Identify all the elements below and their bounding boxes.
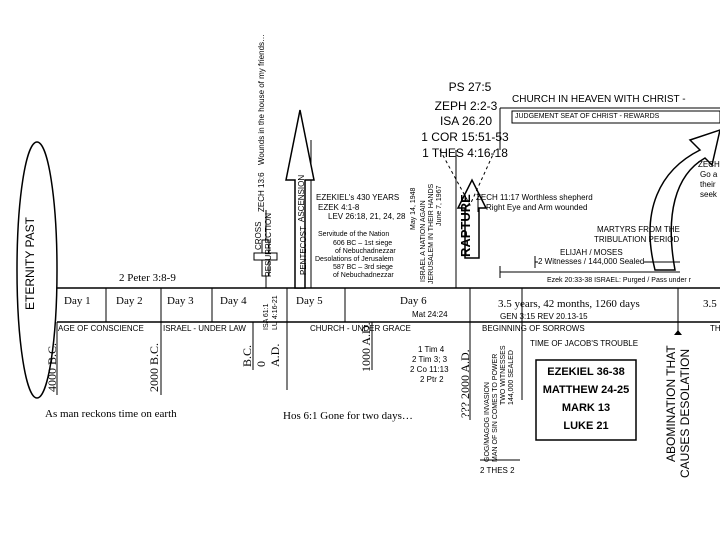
gog-magog: GOG/MAGOG INVASION bbox=[484, 382, 491, 462]
zech-right: seek bbox=[700, 190, 717, 199]
elijah-moses: ELIJAH / MOSES bbox=[560, 248, 623, 257]
judgement-seat: JUDGEMENT SEAT OF CHRIST - REWARDS bbox=[515, 113, 660, 120]
tim-ref: 1 Tim 4 bbox=[418, 345, 445, 354]
wounds-quote: Wounds in the house of my friends… bbox=[257, 33, 266, 165]
pentecost-label: PENTECOST bbox=[299, 226, 308, 275]
day-1: Day 1 bbox=[64, 295, 91, 307]
second-coming-arrow-icon bbox=[649, 129, 720, 271]
date-2000ad: ??? 2000 A.D. bbox=[458, 349, 472, 418]
martyrs-text: MARTYRS FROM THE bbox=[597, 225, 680, 234]
isa-lu-ref: ISA 61:1 LU 4:16-21 bbox=[263, 295, 279, 330]
zeph-ref: ZEPH 2:2-3 bbox=[434, 99, 498, 113]
mat-ref: Mat 24:24 bbox=[412, 310, 448, 319]
servitude-text: 587 BC – 3rd siege bbox=[333, 264, 393, 271]
resurrection-label: RESURRECTION bbox=[264, 212, 273, 277]
sealed-event: 144,000 SEALED bbox=[508, 350, 515, 405]
zech-right: ZECH bbox=[698, 160, 720, 169]
isa-ref: ISA 26.20 bbox=[439, 114, 493, 128]
prophecy-ref: MATTHEW 24-25 bbox=[542, 384, 630, 396]
ezekiel-years: EZEKIEL's 430 YEARS bbox=[316, 193, 400, 202]
ascension-arrow-icon bbox=[285, 109, 315, 289]
eternity-past-oval bbox=[16, 141, 58, 399]
man-of-sin: MAN OF SIN COMES TO POWER bbox=[492, 353, 499, 462]
martyrs-text: TRIBULATION PERIOD bbox=[594, 235, 680, 244]
servitude-text: Desolations of Jerusalem bbox=[315, 256, 394, 263]
ps-ref: PS 27:5 bbox=[448, 80, 492, 94]
cor-ref: 1 COR 15:51-53 bbox=[421, 130, 509, 144]
years-text: 3.5 years, 42 months, 1260 days bbox=[498, 298, 640, 310]
years-right: 3.5 bbox=[703, 298, 717, 310]
zech-13-6-ref: ZECH 13:6 bbox=[257, 172, 266, 212]
zech-right: Go a bbox=[700, 170, 718, 179]
date-1000ad: 1000 A.D. bbox=[359, 322, 373, 372]
church-heaven: CHURCH IN HEAVEN WITH CHRIST - bbox=[512, 94, 686, 105]
abomination-label: ABOMINATION THAT bbox=[664, 345, 678, 462]
rapture-label: RAPTURE bbox=[458, 194, 473, 257]
hos-text: Hos 6:1 Gone for two days… bbox=[283, 410, 413, 422]
ezekiel-years: EZEK 4:1-8 bbox=[318, 203, 360, 212]
tim-ref: 2 Tim 3; 3 bbox=[412, 355, 448, 364]
israel-nation: ISRAEL A NATION AGAIN bbox=[420, 200, 427, 282]
two-witnesses-event: TWO WITNESSES bbox=[500, 345, 507, 406]
causes-desolation-label: CAUSES DESOLATION bbox=[678, 348, 692, 478]
thes-ref: 1 THES 4:16-18 bbox=[422, 146, 508, 160]
rapture-arrow-icon bbox=[456, 178, 488, 259]
peter-ref: 2 Peter 3:8-9 bbox=[119, 272, 176, 284]
day-2: Day 2 bbox=[116, 295, 143, 307]
ezek-20-33: Ezek 20:33-38 ISRAEL: Purged / Pass unde… bbox=[547, 277, 691, 284]
servitude-text: of Nebuchadnezzar bbox=[335, 248, 396, 255]
age-law: ISRAEL - UNDER LAW bbox=[163, 324, 246, 333]
zech-11-17: ZECH 11:17 Worthless shepherd bbox=[476, 193, 593, 202]
date-2000bc: 2000 B.C. bbox=[147, 342, 161, 392]
servitude-text: Servitude of the Nation bbox=[318, 231, 390, 238]
servitude-text: of Nebuchadnezzar bbox=[333, 272, 394, 279]
age-sorrows: BEGINNING OF SORROWS bbox=[482, 324, 585, 333]
ezekiel-years: LEV 26:18, 21, 24, 28 bbox=[328, 212, 406, 221]
zech-11-17: Right Eye and Arm wounded bbox=[486, 203, 588, 212]
tim-ref: 2 Co 11:13 bbox=[410, 365, 449, 374]
jerusalem-hands: JERUSALEM IN THEIR HANDS bbox=[428, 183, 435, 284]
age-th: TH bbox=[710, 324, 720, 333]
eternity-past-label: ETERNITY PAST bbox=[23, 217, 37, 310]
age-jacobs: TIME OF JACOB'S TROUBLE bbox=[530, 339, 639, 348]
servitude-text: 606 BC – 1st siege bbox=[333, 240, 393, 247]
gen-rev-ref: GEN 3:15 REV 20.13-15 bbox=[500, 312, 588, 321]
day-3: Day 3 bbox=[167, 295, 194, 307]
may-1948: May 14, 1948 bbox=[410, 187, 417, 230]
thes-2-ref: 2 THES 2 bbox=[480, 466, 515, 475]
june-1967: June 7, 1967 bbox=[436, 185, 443, 226]
man-reckons-text: As man reckons time on earth bbox=[45, 408, 177, 420]
two-witnesses-sealed: 2 Witnesses / 144,000 Sealed bbox=[538, 257, 645, 266]
tim-ref: 2 Ptr 2 bbox=[420, 375, 444, 384]
day-4: Day 4 bbox=[220, 295, 247, 307]
prophecy-ref: LUKE 21 bbox=[563, 420, 609, 432]
prophecy-box bbox=[535, 359, 637, 441]
day-5: Day 5 bbox=[296, 295, 323, 307]
prophecy-ref: MARK 13 bbox=[561, 402, 611, 414]
zech-right: their bbox=[700, 180, 716, 189]
date-bc-ad: B.C. 0 A.D. bbox=[240, 343, 282, 367]
cross-label: CROSS bbox=[254, 221, 263, 250]
date-4000bc: 4000 B.C. bbox=[45, 342, 59, 392]
ascension-label: ASCENSION bbox=[297, 174, 306, 222]
day-6: Day 6 bbox=[400, 295, 427, 307]
age-grace: CHURCH - UNDER GRACE bbox=[310, 324, 411, 333]
age-conscience: AGE OF CONSCIENCE bbox=[58, 324, 144, 333]
prophecy-ref: EZEKIEL 36-38 bbox=[547, 366, 625, 378]
